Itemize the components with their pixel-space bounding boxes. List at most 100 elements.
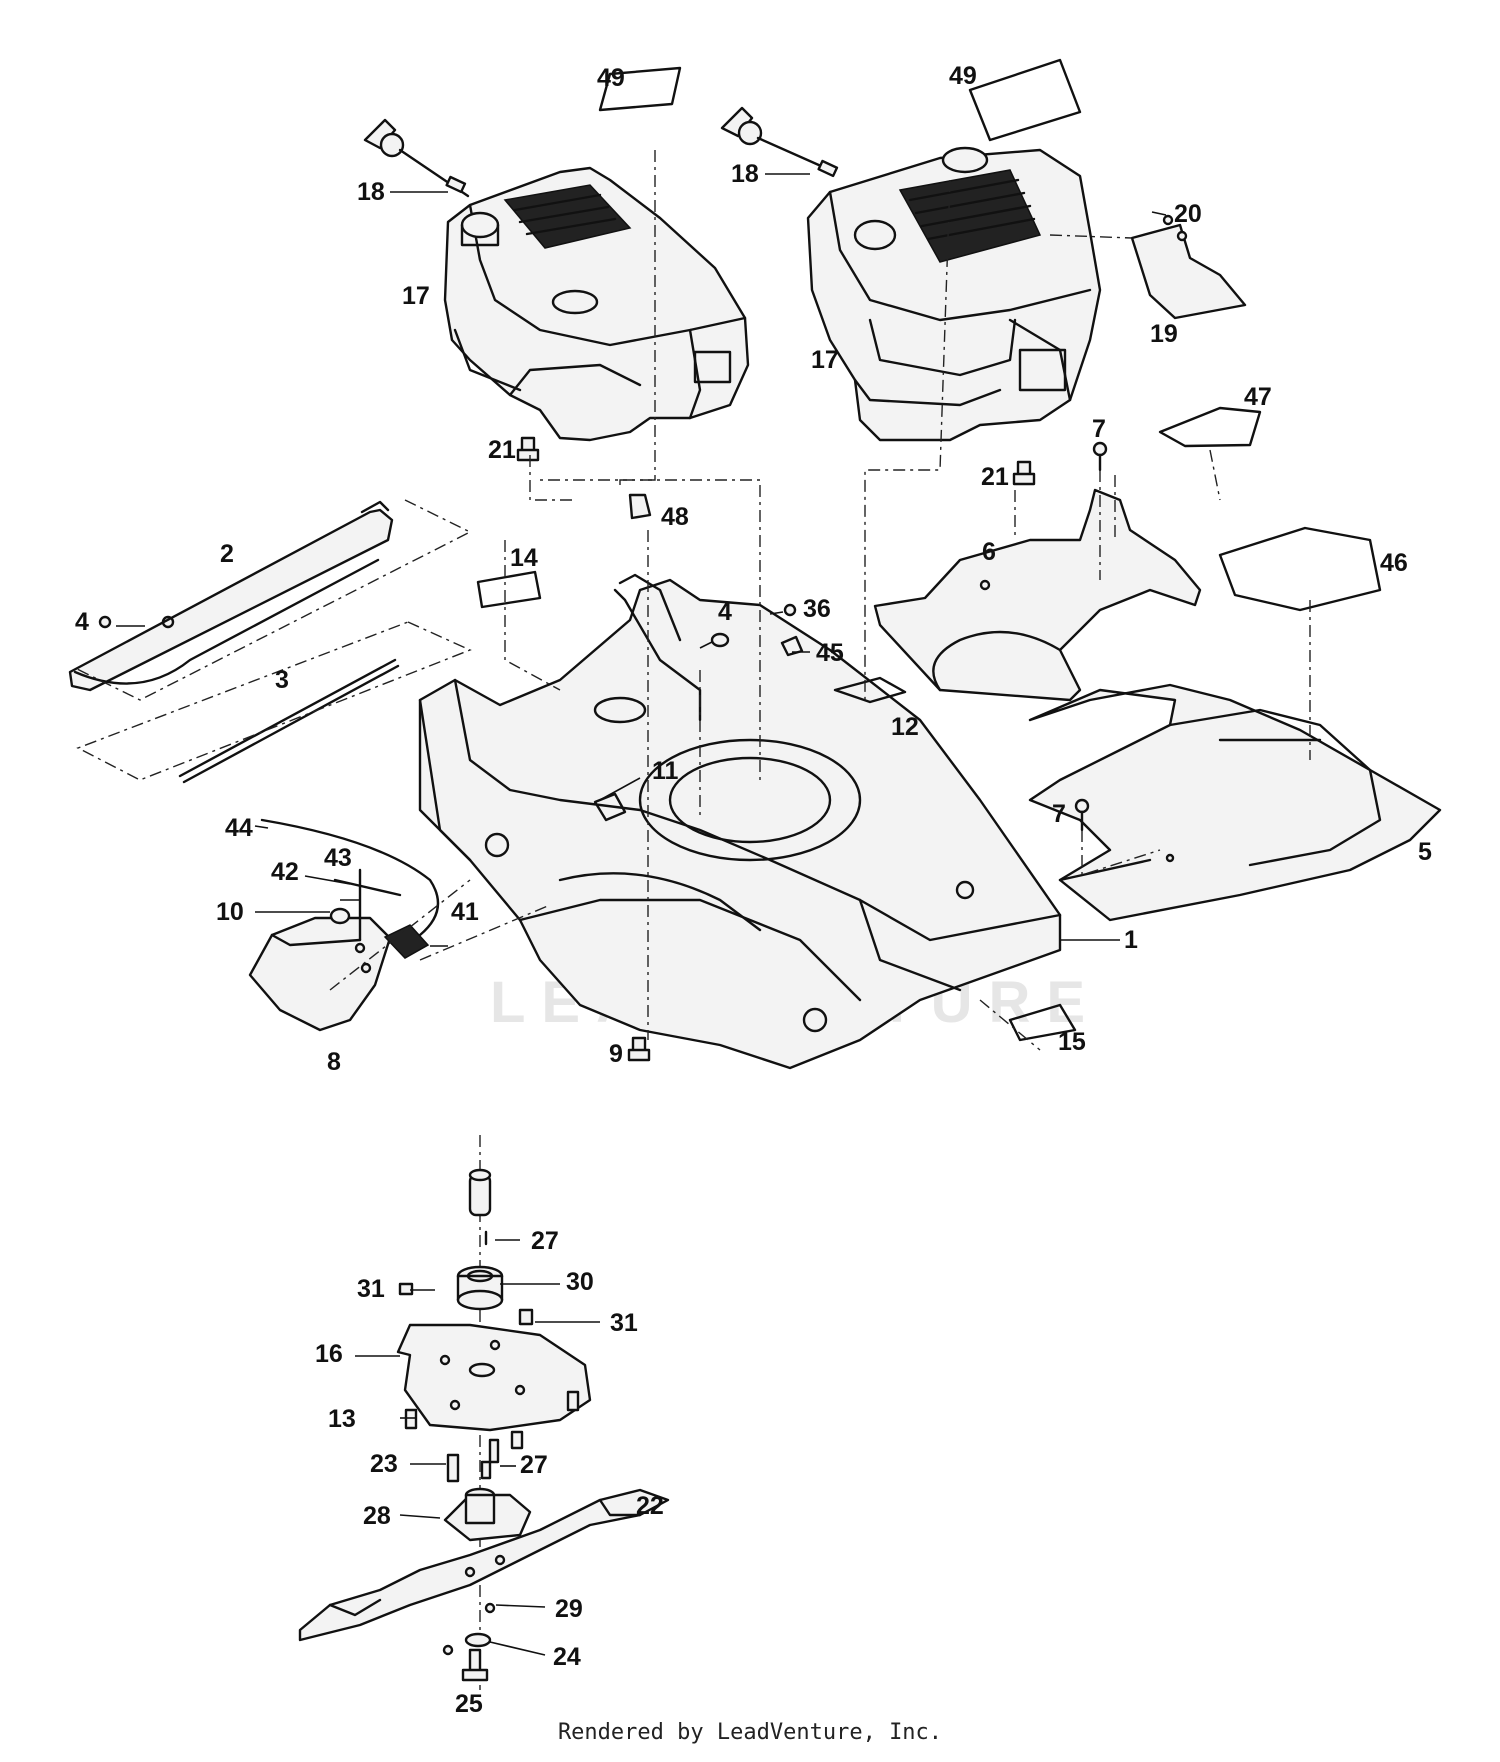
bolt-13[interactable]: [404, 1408, 418, 1430]
callout-16: 16: [315, 1340, 343, 1368]
callout-25: 25: [455, 1690, 483, 1718]
callout-18-left: 18: [357, 178, 385, 206]
bolt-plate-lower[interactable]: [510, 1430, 524, 1450]
decal-49-right: [968, 58, 1082, 142]
blade-plate-16[interactable]: [396, 1323, 592, 1432]
callout-17-left: 17: [402, 282, 430, 310]
deck-housing-1[interactable]: [418, 573, 1062, 1070]
callout-8: 8: [327, 1048, 341, 1076]
callout-10: 10: [216, 898, 244, 926]
footer-credit: Rendered by LeadVenture, Inc.: [557, 1720, 943, 1745]
callout-46: 46: [1380, 549, 1408, 577]
callout-14: 14: [510, 544, 538, 572]
bolt-21-right[interactable]: [1012, 460, 1036, 486]
callout-21-right: 21: [981, 463, 1009, 491]
callout-3: 3: [275, 666, 289, 694]
callout-13: 13: [328, 1405, 356, 1433]
callout-7-top: 7: [1092, 415, 1106, 443]
starter-knob-left[interactable]: [363, 118, 470, 198]
screw-7-lower[interactable]: [1074, 798, 1090, 832]
adapter-30[interactable]: [456, 1265, 504, 1311]
decal-49-left: [598, 66, 682, 112]
nut-4-left[interactable]: [98, 615, 112, 629]
washer-29[interactable]: [484, 1602, 496, 1614]
callout-36: 36: [803, 595, 831, 623]
callout-1: 1: [1124, 926, 1138, 954]
screw-36[interactable]: [783, 603, 797, 617]
callout-2: 2: [220, 540, 234, 568]
handle-41[interactable]: [383, 924, 430, 959]
callout-31-left: 31: [357, 1275, 385, 1303]
starter-knob-right[interactable]: [720, 106, 839, 178]
setscrew-31-right[interactable]: [518, 1308, 534, 1326]
callout-43: 43: [324, 844, 352, 872]
callout-27-top: 27: [531, 1227, 559, 1255]
callout-18-right: 18: [731, 160, 759, 188]
clip-45[interactable]: [780, 635, 804, 657]
callout-12: 12: [891, 713, 919, 741]
callout-24: 24: [553, 1643, 581, 1671]
screw-7-top[interactable]: [1092, 441, 1108, 472]
callout-17-right: 17: [811, 346, 839, 374]
engine-left[interactable]: [443, 166, 750, 442]
decal-14: [476, 570, 542, 609]
callout-4-left: 4: [75, 608, 89, 636]
bolt-21-left[interactable]: [516, 436, 540, 462]
callout-47: 47: [1244, 383, 1272, 411]
bolt-25[interactable]: [461, 1648, 489, 1682]
nut-10[interactable]: [329, 907, 351, 925]
callout-15: 15: [1058, 1028, 1086, 1056]
callout-41: 41: [451, 898, 479, 926]
nut-4-right[interactable]: [710, 632, 730, 648]
callout-28: 28: [363, 1502, 391, 1530]
blade-adapter-28[interactable]: [443, 1487, 532, 1542]
callout-44: 44: [225, 814, 253, 842]
callout-48: 48: [661, 503, 689, 531]
callout-20: 20: [1174, 200, 1202, 228]
callout-45: 45: [816, 639, 844, 667]
spring-42[interactable]: [333, 878, 402, 897]
setscrew-31-left[interactable]: [398, 1282, 414, 1296]
mulch-door-8[interactable]: [248, 916, 392, 1032]
callouts: 49 49 18 18 17 17 20 19 21 21 47 7 48 2 …: [75, 62, 1432, 1718]
callout-22: 22: [636, 1492, 664, 1520]
callout-4-right: 4: [718, 598, 732, 626]
callout-42: 42: [271, 858, 299, 886]
leader-lines: [116, 173, 1167, 1656]
callout-11: 11: [652, 757, 679, 785]
chute-cover-5[interactable]: [1028, 683, 1442, 922]
cable-44[interactable]: [260, 818, 440, 937]
decal-11: [593, 792, 627, 822]
key-pin[interactable]: [468, 1168, 492, 1217]
hinge-rod-3[interactable]: [178, 658, 400, 784]
callout-31-right: 31: [610, 1309, 638, 1337]
decal-47: [1158, 406, 1262, 448]
plate-19[interactable]: [1130, 214, 1247, 320]
callout-21-left: 21: [488, 436, 516, 464]
washer-24[interactable]: [442, 1632, 492, 1656]
guide-3: [76, 621, 472, 781]
callout-6: 6: [982, 538, 996, 566]
key-27-lower[interactable]: [480, 1438, 500, 1480]
decal-46: [1218, 526, 1382, 612]
screw-9[interactable]: [627, 1036, 651, 1062]
callout-29: 29: [555, 1595, 583, 1623]
callout-9: 9: [609, 1040, 623, 1068]
bolt-plate-right[interactable]: [566, 1390, 580, 1412]
blade-22[interactable]: [298, 1488, 670, 1642]
callout-23: 23: [370, 1450, 398, 1478]
clip-48[interactable]: [628, 493, 652, 520]
rear-deflector-2[interactable]: [68, 500, 394, 692]
callout-30: 30: [566, 1268, 594, 1296]
cover-6[interactable]: [873, 488, 1202, 702]
guide-lines-upper: [504, 150, 1311, 1051]
engine-right[interactable]: [806, 146, 1102, 442]
callout-5: 5: [1418, 838, 1432, 866]
bolt-23[interactable]: [446, 1453, 460, 1483]
callout-49-right: 49: [949, 62, 977, 90]
guide-door: [329, 879, 551, 991]
decal-15: [1008, 1003, 1077, 1042]
callout-27-lower: 27: [520, 1451, 548, 1479]
guide-2: [74, 499, 472, 701]
callout-49-left: 49: [597, 64, 625, 92]
